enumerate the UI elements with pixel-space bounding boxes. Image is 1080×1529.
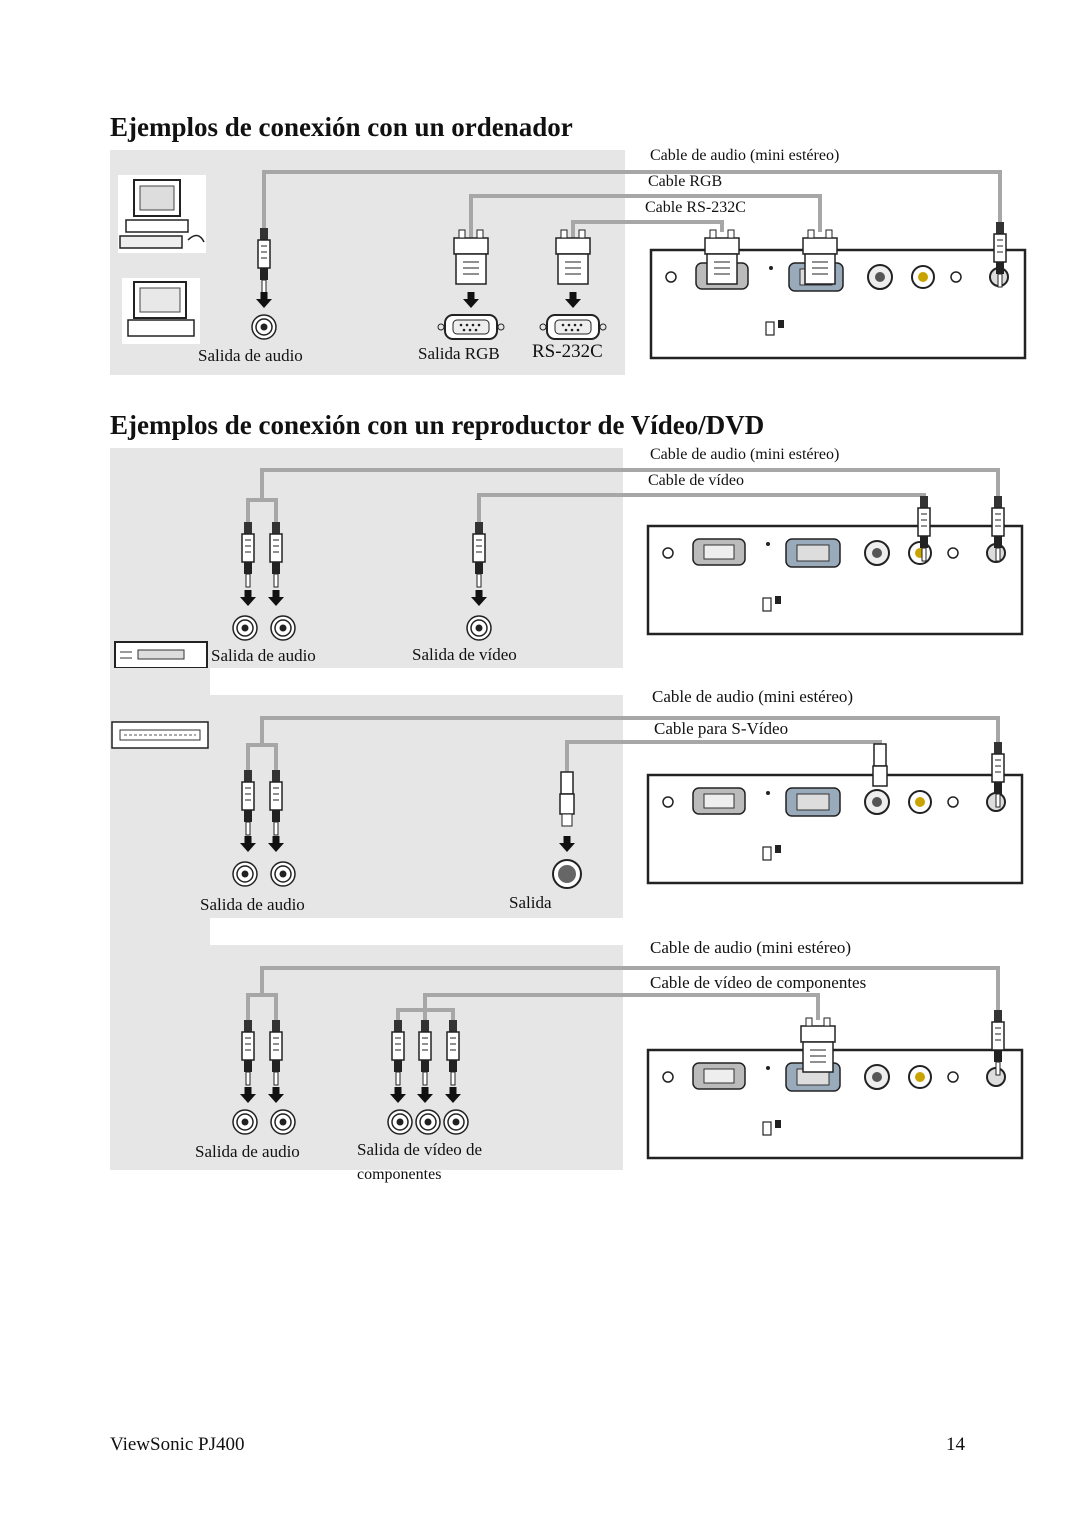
output-label-svideo: Salida: [509, 893, 552, 912]
rs232c-port-icon: [539, 314, 607, 340]
output-label-audio: Salida de audio: [211, 646, 316, 665]
output-label-component: Salida de vídeo de: [357, 1140, 483, 1159]
dvd-player-icon: [111, 721, 209, 749]
audio-out-jack-icon: [251, 314, 277, 340]
cable-label-rs232c: Cable RS-232C: [645, 199, 746, 216]
cable-label-component: Cable de vídeo de componentes: [650, 973, 867, 992]
output-label-video: Salida de vídeo: [412, 645, 517, 664]
page-number: 14: [946, 1434, 965, 1455]
cable-label-audio: Cable de audio (mini estéreo): [650, 446, 840, 463]
section-title-computer: Ejemplos de conexión con un ordenador: [110, 112, 573, 142]
output-label-rgb: Salida RGB: [418, 344, 500, 363]
desktop-computer-icon: [118, 175, 206, 253]
output-label-audio: Salida de audio: [195, 1142, 300, 1161]
cable-label-audio: Cable de audio (mini estéreo): [650, 938, 852, 957]
cable-label-video: Cable de vídeo: [648, 472, 744, 489]
s-video-jack-icon: [552, 859, 582, 889]
output-label-audio: Salida de audio: [198, 346, 303, 365]
cable-label-audio: Cable de audio (mini estéreo): [650, 147, 840, 164]
output-label-component-2: componentes: [357, 1166, 442, 1183]
output-label-audio: Salida de audio: [200, 895, 305, 914]
source-panel-video: [110, 448, 623, 668]
s-video-plug-icon: [559, 771, 575, 827]
section-title-video-dvd: Ejemplos de conexión con un reproductor …: [110, 410, 765, 440]
vcr-icon: [114, 641, 208, 669]
rgb-out-port-icon: [437, 314, 505, 340]
laptop-icon: [122, 278, 200, 344]
cables-computer: [262, 170, 1002, 238]
cable-label-svideo: Cable para S-Vídeo: [654, 719, 789, 738]
output-label-rs232c: RS-232C: [532, 341, 603, 362]
cables-component: [246, 966, 1000, 1025]
cable-label-rgb: Cable RGB: [648, 173, 723, 190]
cable-label-audio: Cable de audio (mini estéreo): [652, 687, 854, 706]
footer-model: ViewSonic PJ400: [110, 1434, 245, 1455]
